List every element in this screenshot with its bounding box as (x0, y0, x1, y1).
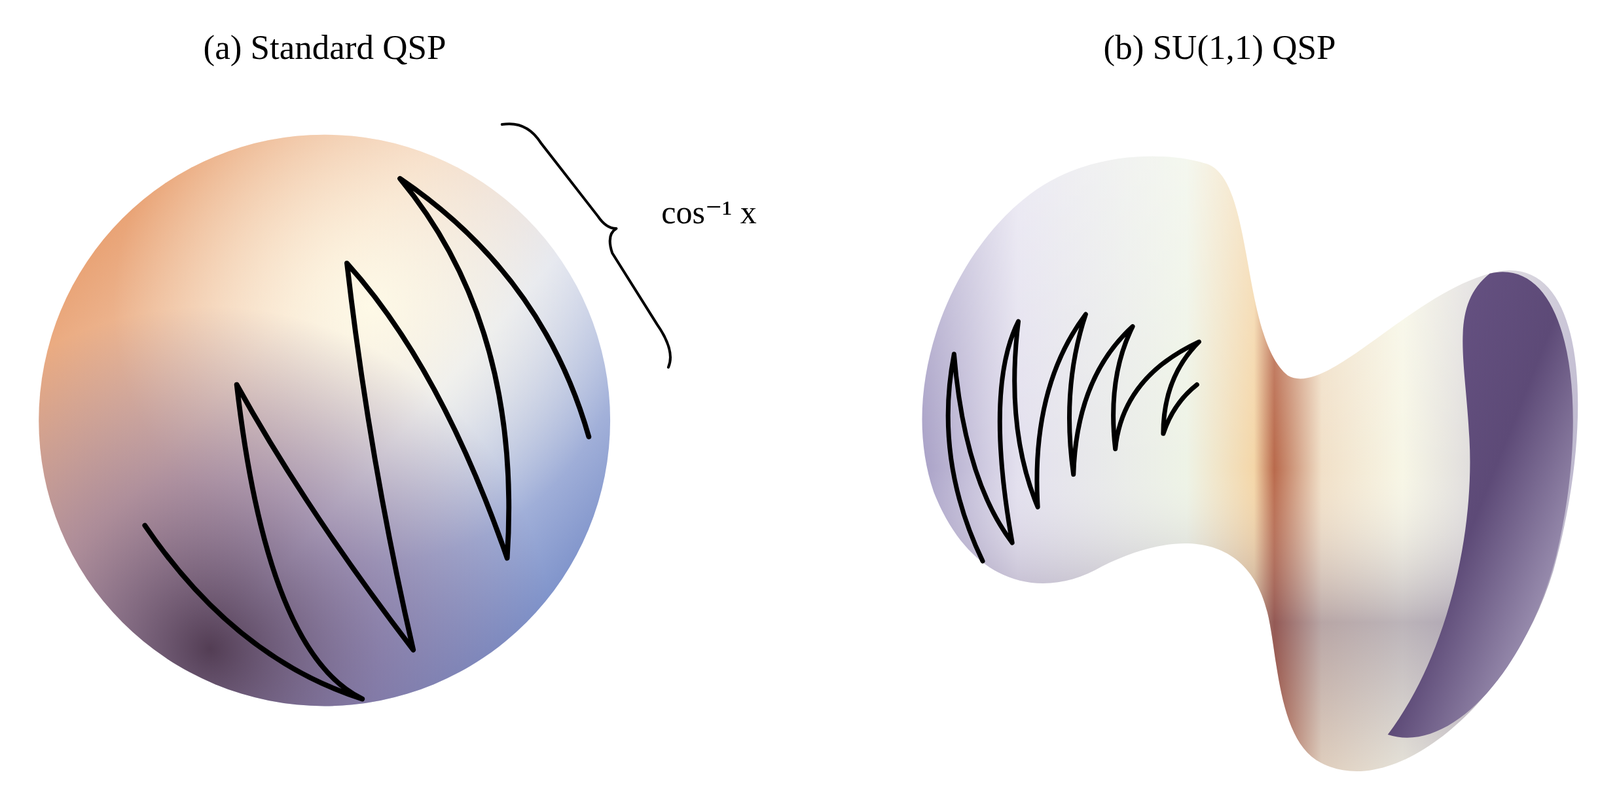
hyperboloid-surface (922, 156, 1579, 772)
bloch-sphere (38, 134, 611, 707)
su11-trajectory (947, 314, 1199, 562)
panel-title: (a) Standard QSP (203, 27, 447, 67)
panel-title: (b) SU(1,1) QSP (1103, 27, 1337, 67)
curly-brace (502, 123, 671, 368)
angle-label: cos⁻¹ x (661, 193, 757, 232)
qsp-trajectory (144, 178, 589, 700)
